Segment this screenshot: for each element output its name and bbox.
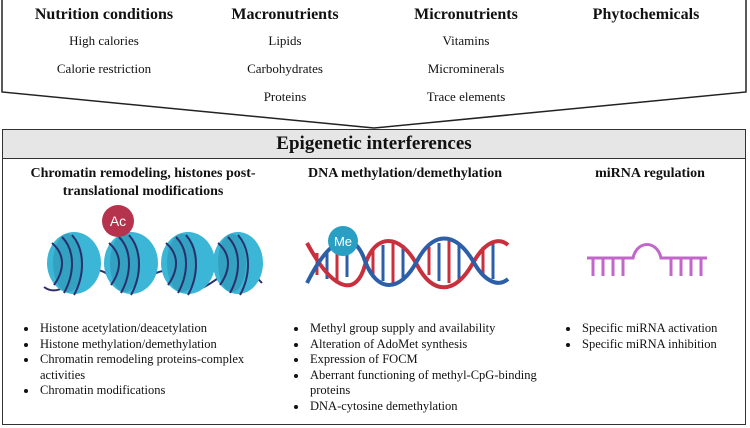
list-item: Histone acetylation/deacetylation [38,321,288,337]
list-item: Methyl group supply and availability [308,321,543,337]
list-item: Alteration of AdoMet synthesis [308,337,543,353]
item-lipids: Lipids [268,33,302,48]
section-title-dna-methylation: DNA methylation/demethylation [307,166,503,181]
item-calorie-restriction: Calorie restriction [56,61,152,76]
item-microminerals: Microminerals [427,61,505,76]
dna-helix-illustration: Me [305,226,510,290]
item-carbohydrates: Carbohydrates [247,61,323,76]
list-item: Expression of FOCM [308,352,543,368]
item-high-calories: High calories [69,33,139,48]
col-title-micronutrients: Micronutrients [414,6,518,23]
col-title-phytochemicals: Phytochemicals [592,6,700,23]
item-vitamins: Vitamins [442,33,490,48]
methyl-badge: Me [328,226,358,256]
nutrition-funnel-outline [1,0,747,129]
list-item: Aberrant functioning of methyl-CpG-bindi… [308,368,543,399]
col-title-macronutrients: Macronutrients [231,6,339,23]
section-title-chromatin: Chromatin remodeling, histones post- tra… [8,165,278,201]
item-trace-elements: Trace elements [426,89,506,104]
acetyl-badge-label: Ac [110,213,126,229]
epigenetic-title: Epigenetic interferences [2,129,746,159]
mirna-hairpin-illustration [587,243,707,276]
mirna-bullet-list: Specific miRNA activation Specific miRNA… [562,321,750,352]
section-title-chromatin-line1: Chromatin remodeling, histones post- [30,166,256,181]
section-title-chromatin-line2: translational modifications [62,184,224,199]
list-item: Specific miRNA activation [580,321,750,337]
section-title-mirna: miRNA regulation [595,166,705,181]
list-item: Specific miRNA inhibition [580,337,750,353]
acetyl-badge: Ac [102,205,134,237]
list-item: Histone methylation/demethylation [38,337,288,353]
list-item: Chromatin modifications [38,383,288,399]
list-item: Chromatin remodeling proteins-complex ac… [38,352,288,383]
nucleosome-3 [161,232,215,296]
list-item: DNA-cytosine demethylation [308,399,543,415]
nucleosome-2 [104,232,158,296]
methyl-badge-label: Me [334,234,352,249]
chromatin-bullet-list: Histone acetylation/deacetylation Histon… [20,321,288,399]
nucleosome-chain-illustration: Ac [43,205,263,296]
col-title-nutrition-conditions: Nutrition conditions [34,6,174,23]
nucleosome-4 [213,232,263,296]
nucleosome-1 [47,232,101,296]
dna-methylation-bullet-list: Methyl group supply and availability Alt… [290,321,543,414]
item-proteins: Proteins [263,89,307,104]
